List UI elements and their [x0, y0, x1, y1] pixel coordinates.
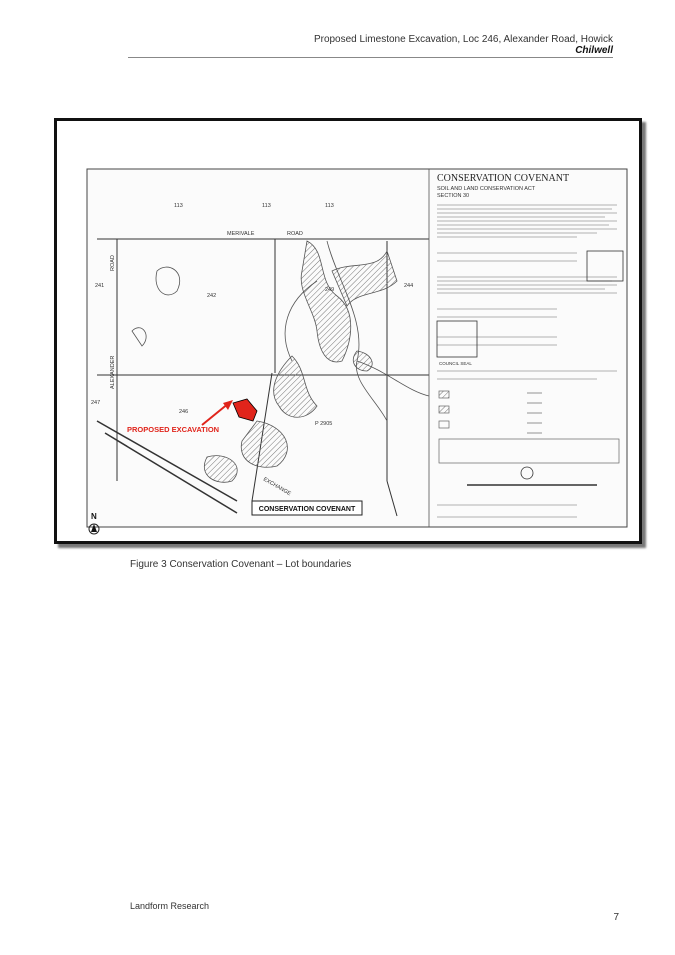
- covenant-panel: CONSERVATION COVENANT SOIL AND LAND CONS…: [428, 169, 624, 527]
- covenant-box-label: CONSERVATION COVENANT: [259, 506, 356, 513]
- lot-246-label: 246: [179, 409, 188, 415]
- covenant-box: [251, 500, 363, 516]
- figure-caption: Figure 3 Conservation Covenant – Lot bou…: [130, 559, 352, 570]
- covenant-title: CONSERVATION COVENANT: [437, 173, 569, 184]
- header-title: Proposed Limestone Excavation, Loc 246, …: [313, 34, 613, 45]
- council-seal-box: [436, 320, 478, 358]
- road-merivale-label: MERIVALE: [227, 231, 255, 237]
- north-label: N: [91, 512, 97, 521]
- excavation-polygon: [232, 398, 258, 422]
- sheet-border: [86, 168, 628, 528]
- lot-244-label: 244: [404, 283, 413, 289]
- proposed-excavation-label: PROPOSED EXCAVATION: [127, 425, 219, 434]
- footer-org: Landform Research: [130, 901, 210, 911]
- road-alexander-label: ALEXANDER: [110, 356, 116, 389]
- lot-113b-label: 113: [262, 203, 271, 209]
- lot-249-label: 249: [325, 287, 334, 293]
- lot-247-label: 247: [91, 400, 100, 406]
- page-number: 7: [613, 912, 619, 923]
- covenant-section: SECTION 30: [437, 193, 469, 199]
- road-alexander-road-label: ROAD: [110, 255, 116, 271]
- figure-frame: PROPOSED EXCAVATION MERIVALE ROAD 113 11…: [54, 118, 642, 544]
- lot-241-label: 241: [95, 283, 104, 289]
- lot-113-label: 113: [174, 203, 183, 209]
- council-seal-label: COUNCIL SEAL: [439, 361, 472, 366]
- vegetation-areas: [204, 240, 398, 483]
- lot-242-label: 242: [207, 293, 216, 299]
- road-merivale-road-label: ROAD: [287, 231, 303, 237]
- excavation-arrow: [201, 400, 233, 426]
- north-arrow: N: [88, 512, 100, 535]
- company-seal: [586, 250, 624, 282]
- lot-ref-label: P 2905: [315, 421, 332, 427]
- lot-113c-label: 113: [325, 203, 334, 209]
- survey-map: PROPOSED EXCAVATION MERIVALE ROAD 113 11…: [86, 168, 628, 535]
- covenant-act: SOIL AND LAND CONSERVATION ACT: [437, 186, 536, 192]
- header-subtitle: Chilwell: [575, 45, 613, 56]
- drainage-lines: [131, 240, 430, 422]
- header-rule: [128, 57, 613, 58]
